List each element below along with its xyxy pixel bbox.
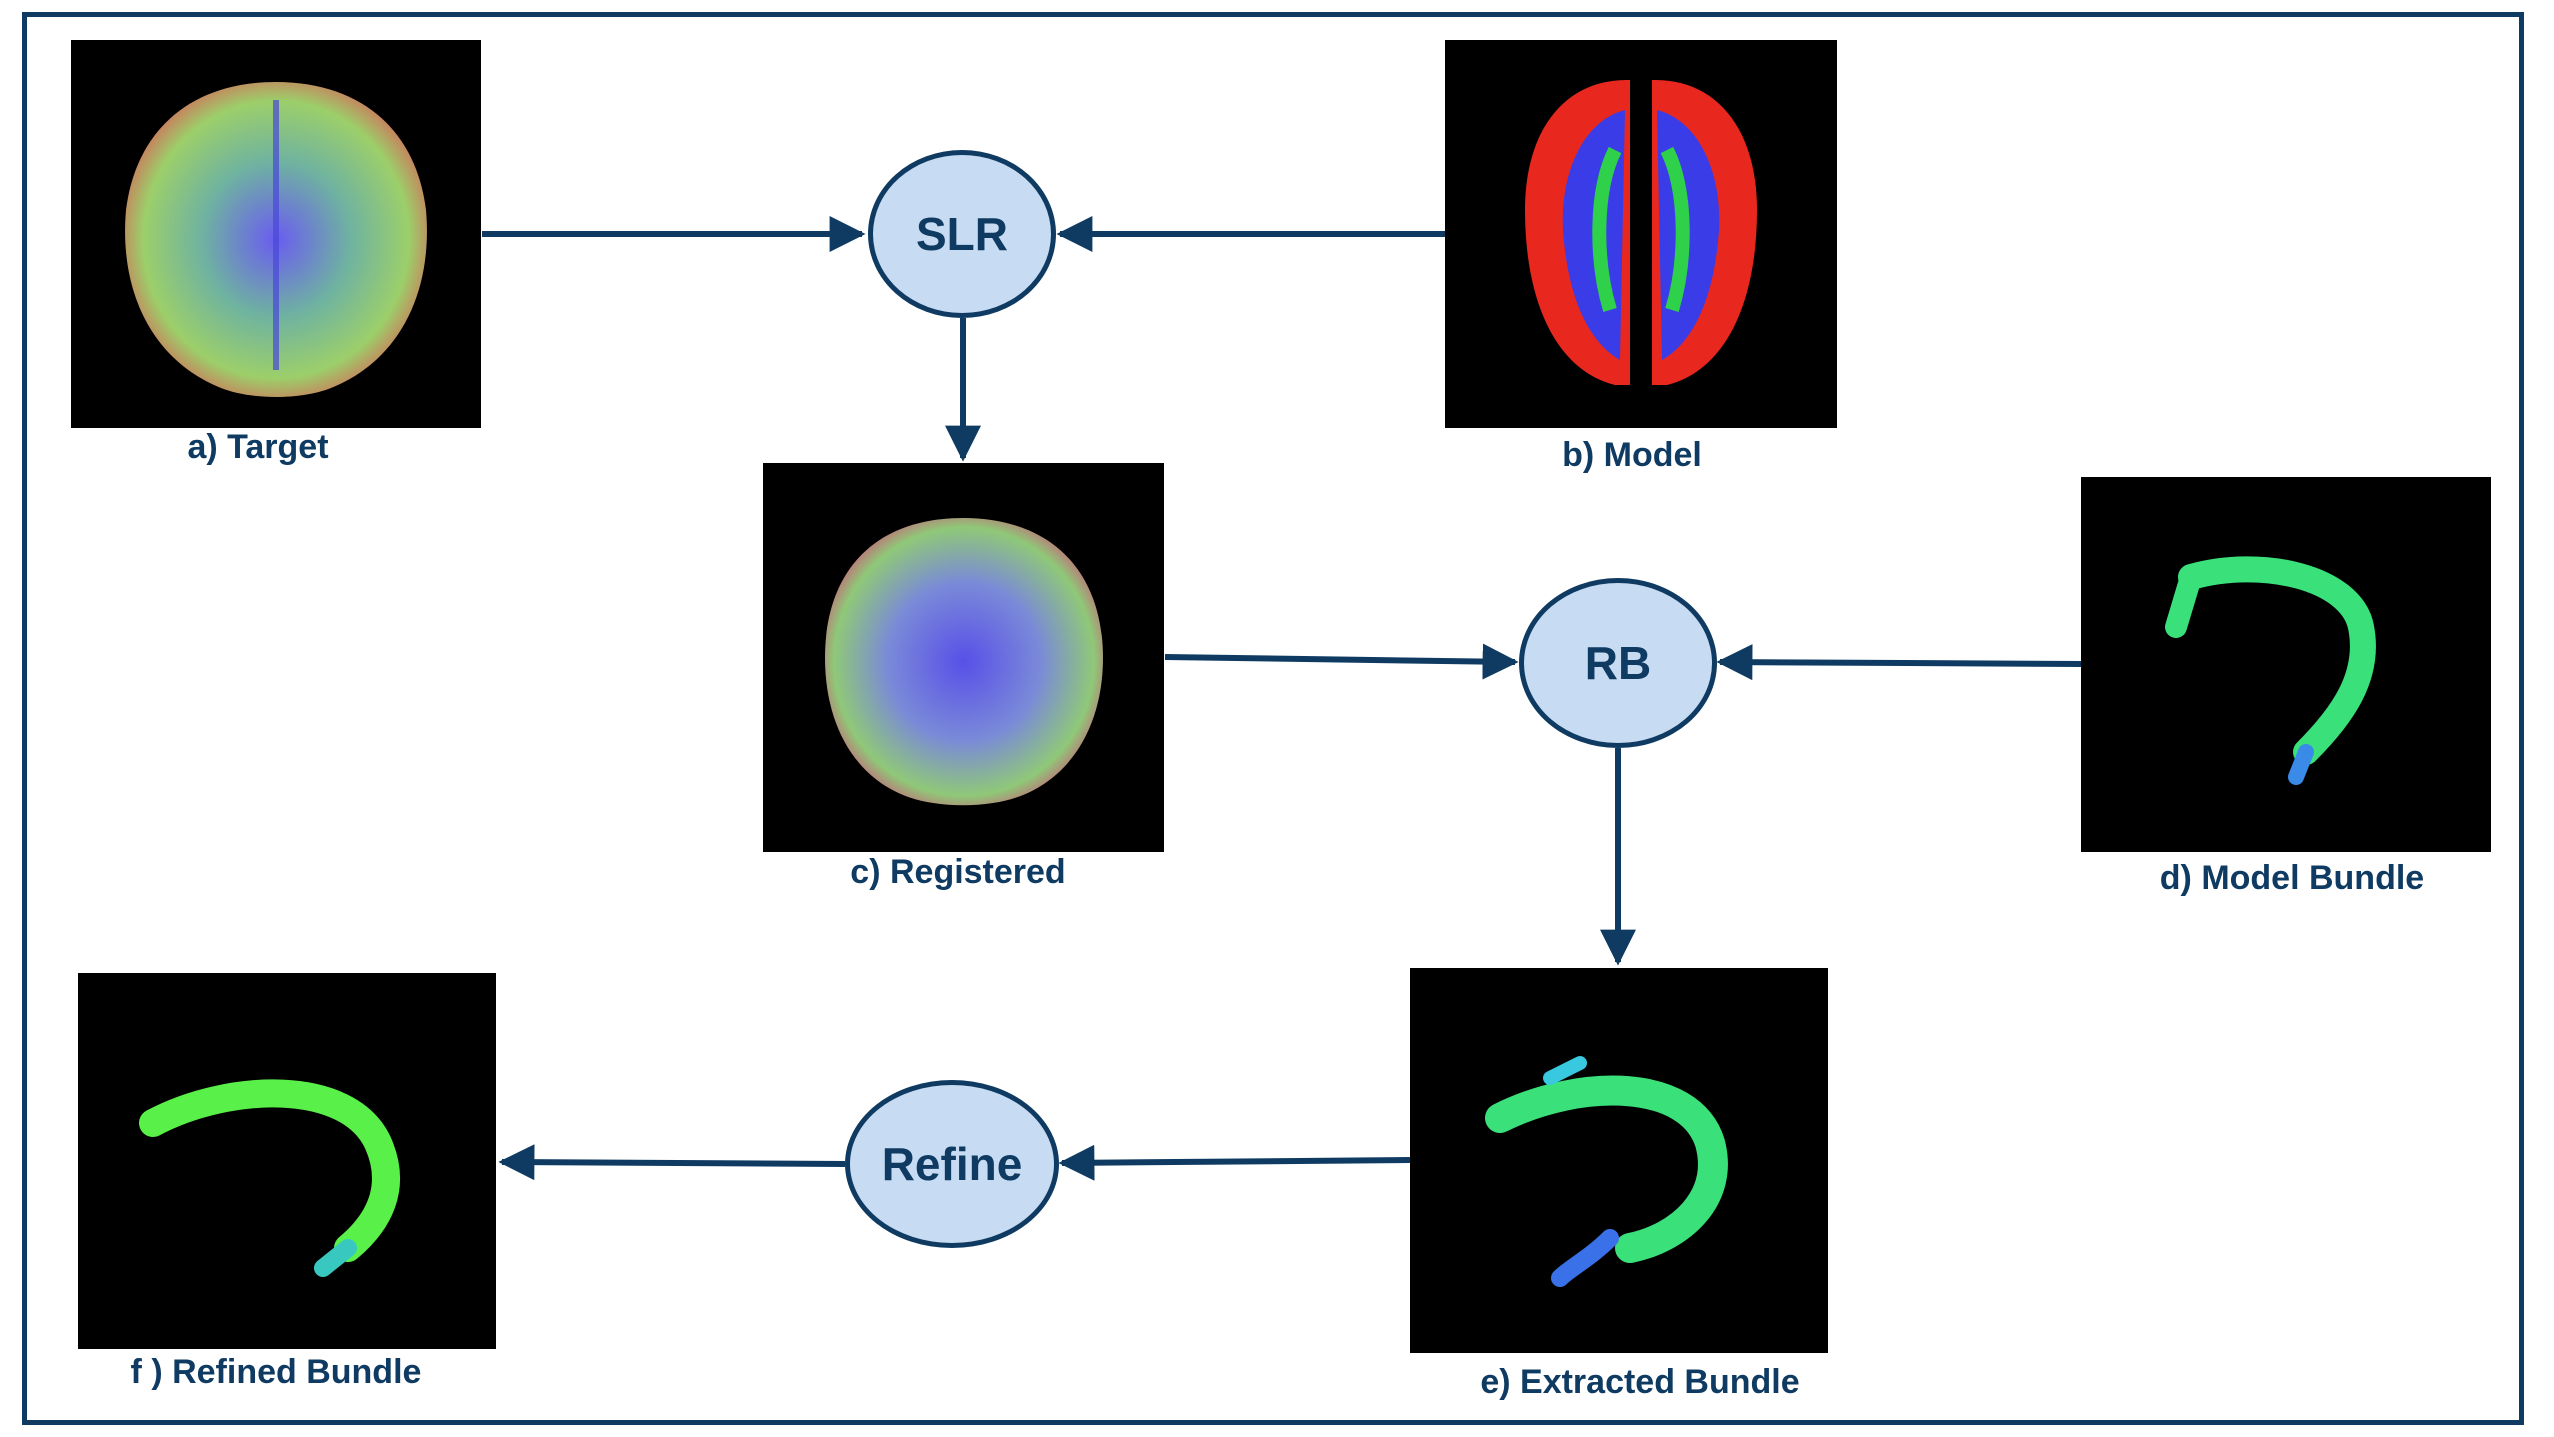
target-tractogram-image: [71, 40, 481, 428]
diagram-frame: [22, 12, 2524, 1425]
refined-bundle-image: [78, 973, 496, 1349]
extracted-bundle-image: [1410, 968, 1828, 1353]
rb-node: RB: [1519, 578, 1717, 748]
caption-model: b) Model: [1562, 436, 1702, 474]
model-bundle-image: [2081, 477, 2491, 852]
registered-tractogram-image: [763, 463, 1164, 852]
caption-registered: c) Registered: [850, 853, 1066, 891]
caption-extracted-bundle: e) Extracted Bundle: [1480, 1363, 1800, 1401]
caption-target: a) Target: [187, 428, 329, 466]
refine-node: Refine: [845, 1080, 1059, 1248]
caption-model-bundle: d) Model Bundle: [2159, 859, 2425, 897]
caption-refined-bundle: f ) Refined Bundle: [130, 1353, 422, 1391]
slr-node: SLR: [868, 150, 1056, 318]
model-tractogram-image: [1445, 40, 1837, 428]
